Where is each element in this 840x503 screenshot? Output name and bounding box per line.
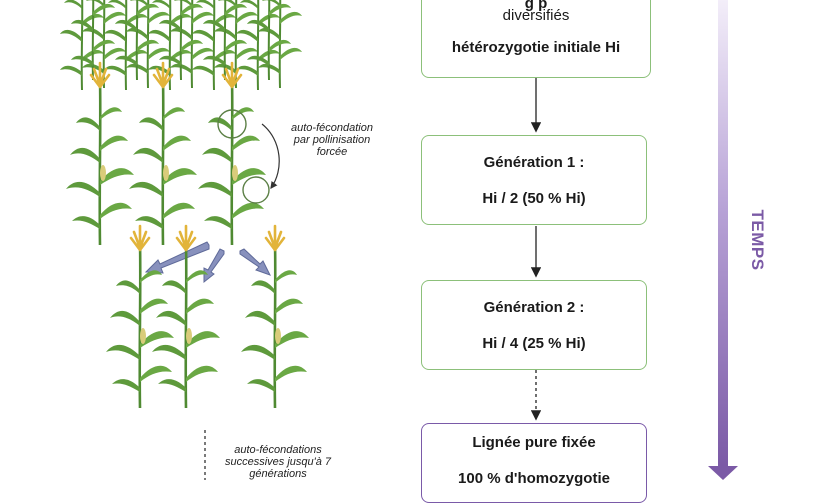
forced-note-line-3: forcée [316, 146, 348, 158]
diagram-canvas [59, 0, 738, 480]
initial-box-line-1: g p [524, 0, 548, 12]
generation-2-box: Génération 2 : Hi / 4 (25 % Hi) [421, 280, 647, 370]
successive-note-line-1: auto-fécondations [234, 444, 322, 456]
time-label: TEMPS [748, 209, 767, 271]
time-arrow-shaft-icon [718, 0, 728, 466]
forced-pollination-note: auto-fécondation par pollinisation forcé… [272, 122, 392, 158]
pure-line-title: Lignée pure fixée [472, 434, 596, 451]
initial-box-line-3: hétérozygotie initiale Hi [451, 39, 621, 56]
ear-highlight-icon [242, 176, 270, 204]
maize-plant-row-2-icon [104, 224, 311, 410]
successive-note-line-3: générations [249, 468, 307, 480]
time-arrow-head-icon [708, 466, 738, 480]
generation-1-title: Génération 1 : [483, 154, 585, 171]
generation-2-value: Hi / 4 (25 % Hi) [482, 335, 586, 352]
forced-note-line-1: auto-fécondation [291, 122, 373, 134]
generation-1-value: Hi / 2 (50 % Hi) [482, 190, 586, 207]
pure-line-value: 100 % d'homozygotie [458, 470, 610, 487]
generation-2-title: Génération 2 : [483, 299, 585, 316]
initial-population-box: g p diversifiés hétérozygotie initiale H… [421, 0, 651, 78]
pure-line-box: Lignée pure fixée 100 % d'homozygotie [421, 423, 647, 503]
initial-box-line-2: diversifiés [502, 7, 570, 24]
descendant-arrows-icon [144, 241, 272, 284]
generation-1-box: Génération 1 : Hi / 2 (50 % Hi) [421, 135, 647, 225]
tassel-highlight-icon [217, 109, 247, 139]
successive-selfing-note: auto-fécondations successives jusqu'à 7 … [212, 444, 344, 480]
maize-plant-row-1-icon [64, 61, 268, 247]
pollination-arrow-icon [261, 123, 280, 189]
forced-note-line-2: par pollinisation [293, 134, 371, 146]
successive-note-line-2: successives jusqu'à 7 [224, 456, 332, 468]
